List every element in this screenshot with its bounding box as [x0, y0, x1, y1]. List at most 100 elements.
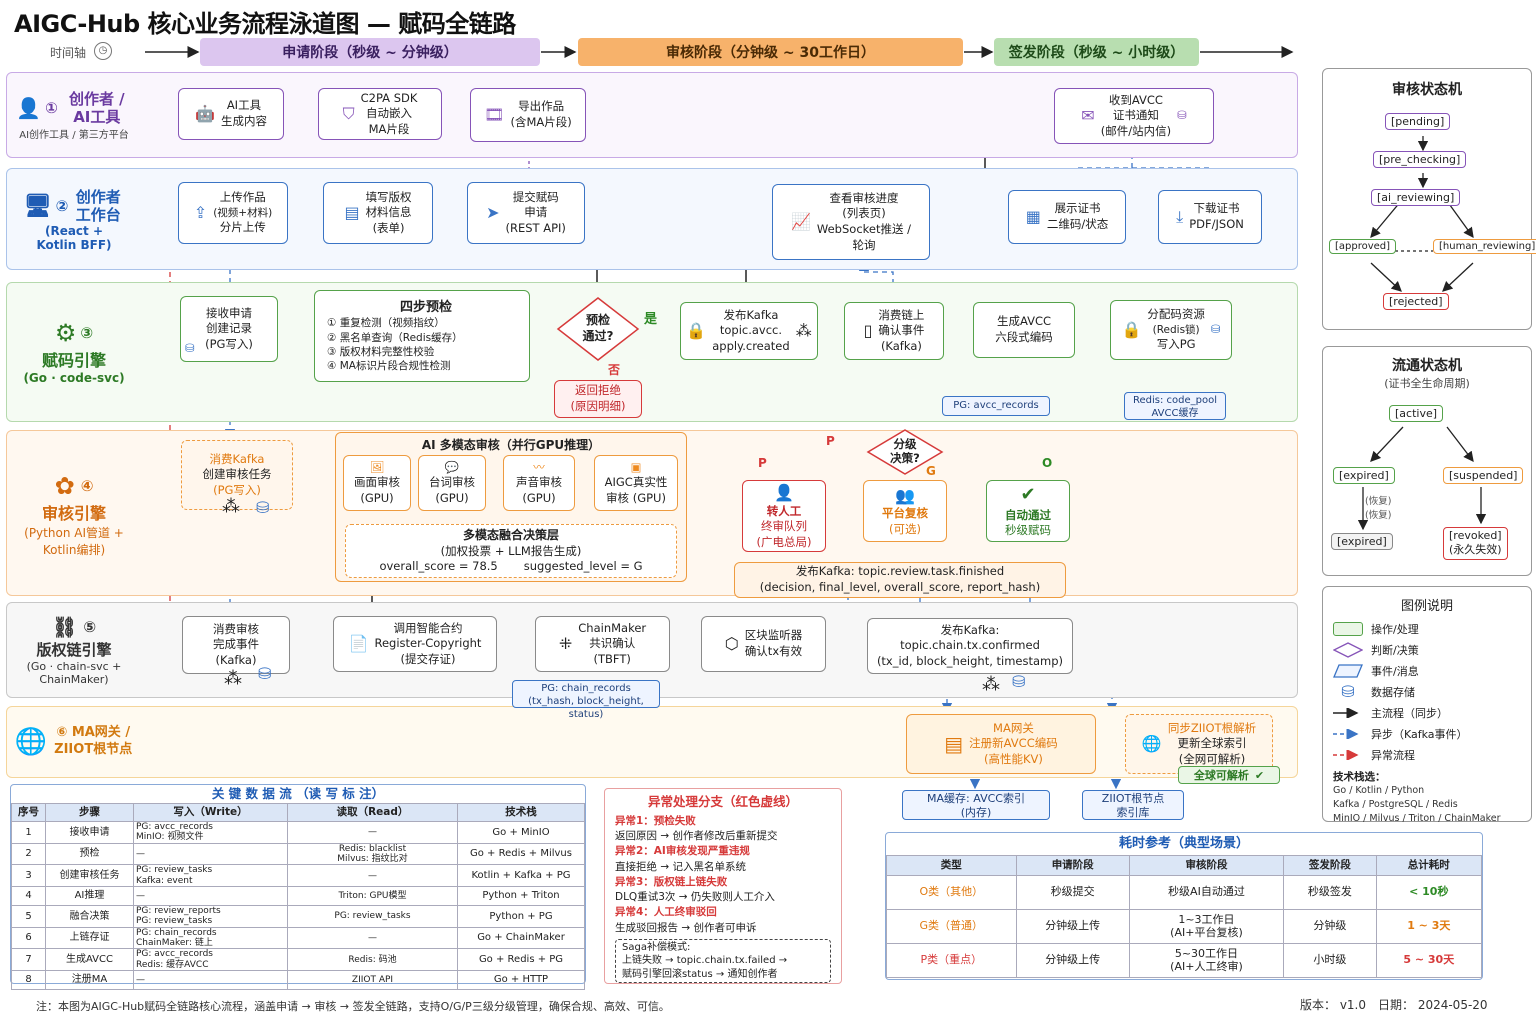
footer-note: 注：本图为AIGC-Hub赋码全链路核心流程，涵盖申请 → 审核 → 签发全链路…	[36, 1000, 670, 1013]
upload-node: ⇪上传作品(视频+材料)分片上传	[178, 182, 288, 244]
dataflow-cell: ZIIOT API	[287, 970, 458, 991]
dataflow-cell: PG: review_reports PG: review_tasks	[133, 905, 288, 928]
timing-cell: 分钟级上传	[1015, 909, 1130, 944]
database-icon: ⛁	[1210, 322, 1221, 337]
dataflow-cell: Python + Triton	[457, 886, 585, 907]
dataflow-cell: —	[287, 821, 458, 844]
dataflow-cell: AI推理	[45, 886, 134, 907]
restore-note: (恢复)	[1365, 496, 1392, 507]
platform-review-node: 👥平台复核(可选)	[863, 480, 947, 542]
timing-row: O类（其他）秒级提交秒级AI自动通过秒级签发< 10秒	[886, 875, 1483, 910]
dataflow-cell: PG: avcc_records Redis: 缓存AVCC	[133, 948, 288, 972]
receive-app-node: 接收申请创建记录(PG写入)⛁	[180, 296, 278, 362]
shield-icon: ⛉	[342, 104, 355, 123]
timing-cell: 5 ~ 30天	[1375, 943, 1483, 978]
timing-cell: G类（普通）	[886, 909, 1017, 944]
manual-review-node: 👤转人工终审队列(广电总局)	[742, 480, 826, 552]
dataflow-cell: 2	[11, 842, 46, 866]
kafka-icon: ⁂	[224, 668, 242, 689]
legend-event-swatch	[1333, 663, 1363, 678]
check-circle-icon: ✔	[1020, 484, 1036, 506]
timing-cell: 小时级	[1283, 943, 1377, 978]
qr-code-icon: ▦	[1025, 207, 1041, 226]
server-icon: ▤	[944, 732, 964, 756]
legend-title: 图例说明	[1400, 599, 1453, 614]
dataflow-cell: 融合决策	[45, 905, 134, 928]
ai-tool-node: 🤖AI工具生成内容	[178, 88, 284, 140]
timing-cell: 分钟级上传	[1015, 943, 1130, 978]
timing-table: 类型 申请阶段 审核阶段 签发阶段 总计耗时 O类（其他）秒级提交秒级AI自动通…	[886, 855, 1483, 978]
submit-node: ➤提交赋码申请(REST API)	[467, 182, 585, 244]
dataflow-cell: 接收申请	[45, 821, 134, 844]
monitor-icon: 🖥	[23, 193, 52, 219]
phase-review: 审核阶段（分钟级 ~ 30工作日）	[578, 38, 963, 66]
dataflow-cell: PG: chain_records ChainMaker: 链上	[133, 926, 288, 950]
dataflow-cell: —	[287, 926, 458, 950]
database-icon: ⛁	[258, 664, 272, 683]
contract-icon: 📄	[348, 634, 369, 653]
database-icon: ⛁	[185, 341, 195, 356]
restore-note-2: (恢复)	[1365, 510, 1392, 521]
p-branch-label-2: P	[758, 456, 767, 470]
p-branch-label: P	[826, 434, 835, 448]
pg-chain-store: PG: chain_records(tx_hash, block_height,…	[512, 680, 660, 720]
film-icon: 🎞	[484, 105, 505, 124]
dataflow-cell: PG: review_tasks	[287, 905, 458, 928]
mail-icon: ✉	[1081, 106, 1095, 125]
network-icon: ⁜	[558, 634, 573, 653]
timing-cell: 分钟级	[1283, 909, 1377, 944]
legend-op-swatch	[1333, 621, 1363, 636]
ai-sub-visual: 🖼画面审核(GPU)	[343, 455, 411, 511]
precheck-node: 四步预检 ① 重复检测（视频指纹） ② 黑名单查询（Redis缓存） ③ 版权材…	[314, 290, 530, 382]
state-approved: [approved]	[1329, 239, 1397, 254]
database-icon: ⛁	[1177, 108, 1187, 123]
waveform-icon: 〰	[533, 459, 545, 474]
exception-1: 异常1：预检失败返回原因 → 创作者修改后重新提交	[615, 815, 778, 843]
database-icon: ⛁	[256, 498, 270, 517]
listener-node: ⬡区块监听器确认tx有效	[701, 616, 826, 672]
auto-pass-node: ✔自动通过秒级赋码	[986, 480, 1070, 542]
check-icon: ✔	[1254, 768, 1265, 782]
state-pending: [pending]	[1385, 113, 1451, 130]
reject-node: 返回拒绝(原因明细)	[554, 380, 642, 418]
kafka-icon: ⁂	[982, 674, 1000, 695]
dataflow-cell: 6	[11, 926, 46, 950]
exception-title: 异常处理分支（红色虚线）	[647, 794, 798, 809]
dataflow-cell: 7	[11, 948, 46, 972]
timing-cell: 1 ~ 3天	[1375, 909, 1483, 944]
export-node: 🎞导出作品(含MA片段)	[470, 88, 586, 142]
state-expired-temp: [expired]	[1333, 467, 1395, 484]
form-icon: ▤	[344, 203, 360, 222]
send-icon: ➤	[486, 203, 500, 222]
ma-cache-store: MA缓存: AVCC索引(内存)	[902, 790, 1050, 820]
flow-sm-subtitle: (证书全生命周期)	[1384, 377, 1470, 390]
dataflow-cell: 预检	[45, 842, 134, 866]
timing-header: 审核阶段	[1128, 855, 1285, 876]
consume-done-node: 消费审核完成事件(Kafka)	[182, 616, 290, 674]
timing-cell: P类（重点）	[886, 943, 1017, 978]
globe-icon: 🌐	[1141, 734, 1162, 753]
progress-node: 📈查看审核进度(列表页)WebSocket推送 /轮询	[772, 184, 930, 260]
dataflow-header: 读取（Read）	[287, 803, 458, 822]
dataflow-cell: Go + Redis + Milvus	[457, 842, 585, 866]
consume-chain-node: ▯消费链上确认事件(Kafka)	[844, 302, 944, 360]
flow-state-machine-panel: 流通状态机 (证书全生命周期) [active] [expired] [susp…	[1322, 346, 1532, 576]
timeline-label: 时间轴	[50, 46, 87, 60]
precheck-decision	[556, 297, 640, 361]
ai-sub-audio: 〰声音审核(GPU)	[503, 455, 575, 511]
timing-cell: O类（其他）	[886, 875, 1017, 910]
download-icon: ⤓	[1176, 207, 1184, 226]
